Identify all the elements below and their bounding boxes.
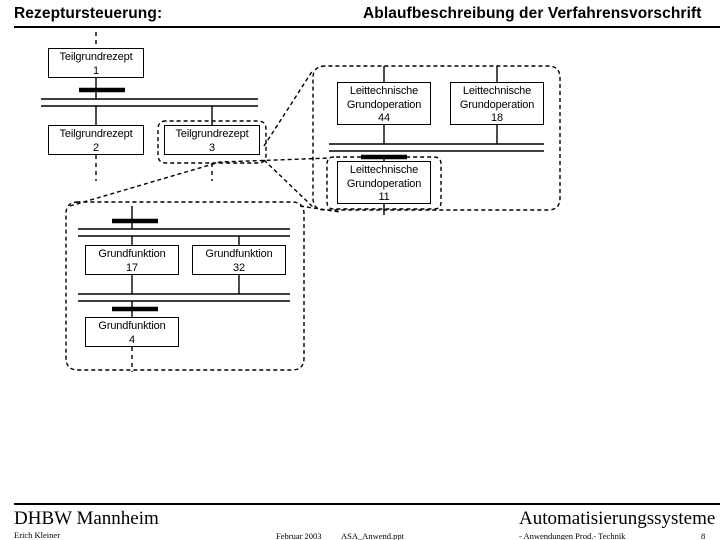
expand-connector-gf-upper <box>69 157 331 207</box>
step-box-leittechnische-grundoperation-18[interactable]: Leittechnische Grundoperation 18 <box>450 82 544 125</box>
step-number: 3 <box>209 141 215 154</box>
expand-connector-tgr3-upper <box>263 69 314 147</box>
step-number: 44 <box>378 112 390 124</box>
footer-page-number: 8 <box>701 531 706 540</box>
step-name: Teilgrundrezept <box>59 128 133 140</box>
step-box-teilgrundrezept-2[interactable]: Teilgrundrezept 2 <box>48 125 144 155</box>
dashed-region-function-group <box>65 201 305 371</box>
step-name: Grundfunktion <box>98 320 166 332</box>
footer-date: Februar 2003 <box>276 531 322 540</box>
header-divider <box>14 26 720 28</box>
step-number: 2 <box>93 141 99 154</box>
parallel-merge-operation <box>329 143 544 152</box>
step-name-line2: Grundoperation <box>346 177 422 190</box>
step-name: Teilgrundrezept <box>175 128 249 140</box>
step-name-line1: Leittechnische <box>349 85 419 97</box>
parallel-branch-tgr <box>41 98 258 107</box>
dashed-region-tgr3 <box>157 120 267 164</box>
step-name-line1: Leittechnische <box>462 85 532 97</box>
step-box-teilgrundrezept-1[interactable]: Teilgrundrezept 1 <box>48 48 144 78</box>
step-name: Teilgrundrezept <box>59 51 133 63</box>
footer-divider <box>14 503 720 505</box>
footer-subject: Automatisierungssysteme <box>519 508 716 529</box>
step-name-line1: Leittechnische <box>349 164 419 176</box>
step-number: 18 <box>491 112 503 124</box>
dashed-region-lgo11 <box>326 156 442 210</box>
parallel-branch-function <box>78 228 290 237</box>
step-box-grundfunktion-17[interactable]: Grundfunktion 17 <box>85 245 179 275</box>
parallel-merge-function <box>78 293 290 302</box>
step-name: Grundfunktion <box>98 248 166 260</box>
expand-connector-gf-lower <box>299 205 341 213</box>
page-title-left: Rezeptursteuerung: <box>14 5 163 22</box>
step-number: 32 <box>233 261 245 274</box>
step-box-teilgrundrezept-3[interactable]: Teilgrundrezept 3 <box>164 125 260 155</box>
step-number: 17 <box>126 261 138 274</box>
step-box-grundfunktion-4[interactable]: Grundfunktion 4 <box>85 317 179 347</box>
footer-institution: DHBW Mannheim <box>14 508 159 529</box>
dashed-region-operation-group <box>312 65 561 211</box>
step-name-line2: Grundoperation <box>459 98 535 111</box>
footer-author: Erich Kleiner <box>14 530 61 540</box>
step-number: 4 <box>129 333 135 346</box>
footer-filename: ASA_Anwend.ppt <box>341 531 405 540</box>
step-number: 1 <box>93 64 99 77</box>
step-box-grundfunktion-32[interactable]: Grundfunktion 32 <box>192 245 286 275</box>
step-box-leittechnische-grundoperation-11[interactable]: Leittechnische Grundoperation 11 <box>337 161 431 204</box>
expand-connector-tgr3-lower <box>263 159 314 208</box>
step-box-leittechnische-grundoperation-44[interactable]: Leittechnische Grundoperation 44 <box>337 82 431 125</box>
footer-subtitle: - Anwendungen Prod.- Technik <box>519 531 626 540</box>
step-number: 11 <box>378 191 390 203</box>
step-name: Grundfunktion <box>205 248 273 260</box>
page-title-right: Ablaufbeschreibung der Verfahrensvorschr… <box>363 5 702 22</box>
step-name-line2: Grundoperation <box>346 98 422 111</box>
